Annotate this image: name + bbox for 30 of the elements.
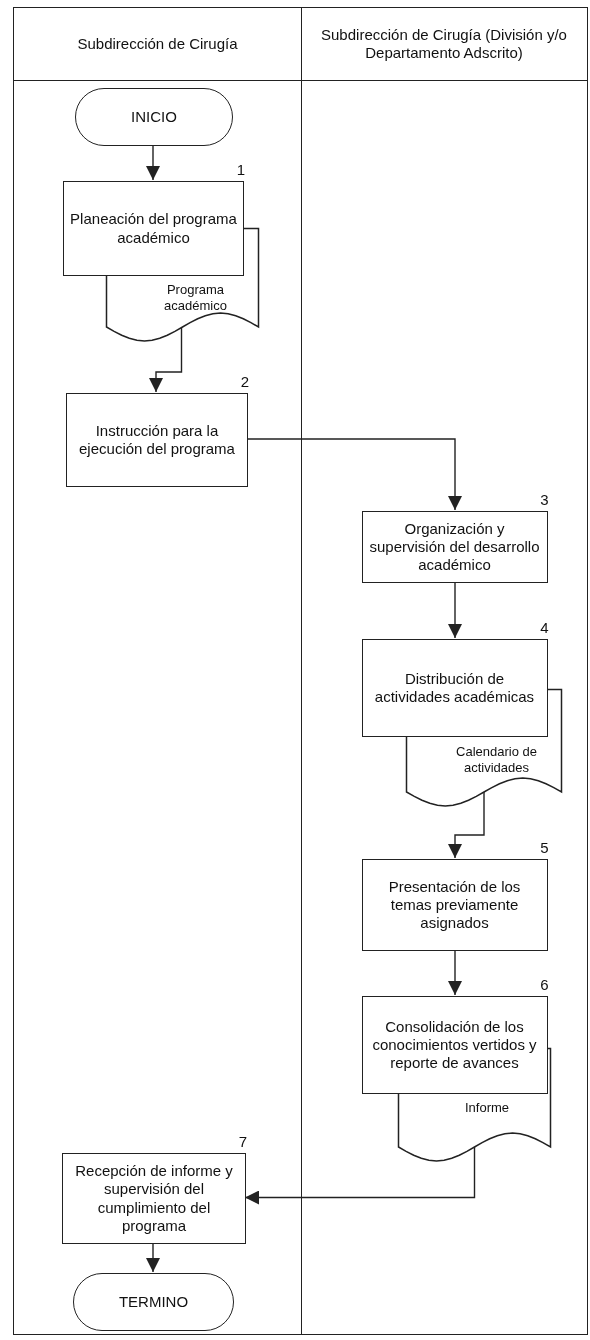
lane-title: Subdirección de Cirugía bbox=[77, 35, 238, 53]
step-text: TERMINO bbox=[118, 1292, 189, 1312]
arrow bbox=[244, 1145, 476, 1205]
step-text: Organización y supervisión del desarrollo académico bbox=[368, 519, 541, 575]
arrow bbox=[246, 438, 462, 511]
step-text: Presentación de los temas previamente asignados bbox=[387, 877, 522, 933]
step-number: 2 bbox=[240, 374, 249, 389]
document-label: Calendario de actividades bbox=[455, 744, 538, 776]
arrow bbox=[146, 1242, 160, 1273]
arrow bbox=[448, 581, 462, 639]
step-text: Distribución de actividades académicas bbox=[373, 669, 536, 707]
lane-title: Subdirección de Cirugía (División y/o Departamento Adscrito) bbox=[320, 26, 568, 62]
document-label: Programa académico bbox=[163, 282, 228, 314]
step-number: 4 bbox=[540, 620, 549, 635]
step-number: 7 bbox=[238, 1134, 247, 1149]
swimlane bbox=[13, 7, 302, 1335]
step-number: 1 bbox=[236, 162, 245, 177]
document-shape bbox=[106, 228, 259, 341]
step-number: 3 bbox=[540, 492, 549, 507]
arrow bbox=[448, 949, 462, 996]
step-number: 5 bbox=[540, 840, 549, 855]
step-text: Consolidación de los conocimientos vertidos y reporte de avances bbox=[371, 1017, 538, 1073]
swimlane bbox=[300, 7, 588, 1335]
step-text: Instrucción para la ejecución del programa bbox=[78, 421, 236, 459]
step-text: INICIO bbox=[131, 107, 177, 127]
document-label: Informe bbox=[463, 1100, 511, 1116]
step-text: Recepción de informe y supervisión del cumplimiento del programa bbox=[74, 1161, 234, 1236]
step-text: Planeación del programa académico bbox=[70, 210, 237, 247]
step-number: 6 bbox=[540, 977, 549, 992]
arrow bbox=[146, 144, 160, 181]
